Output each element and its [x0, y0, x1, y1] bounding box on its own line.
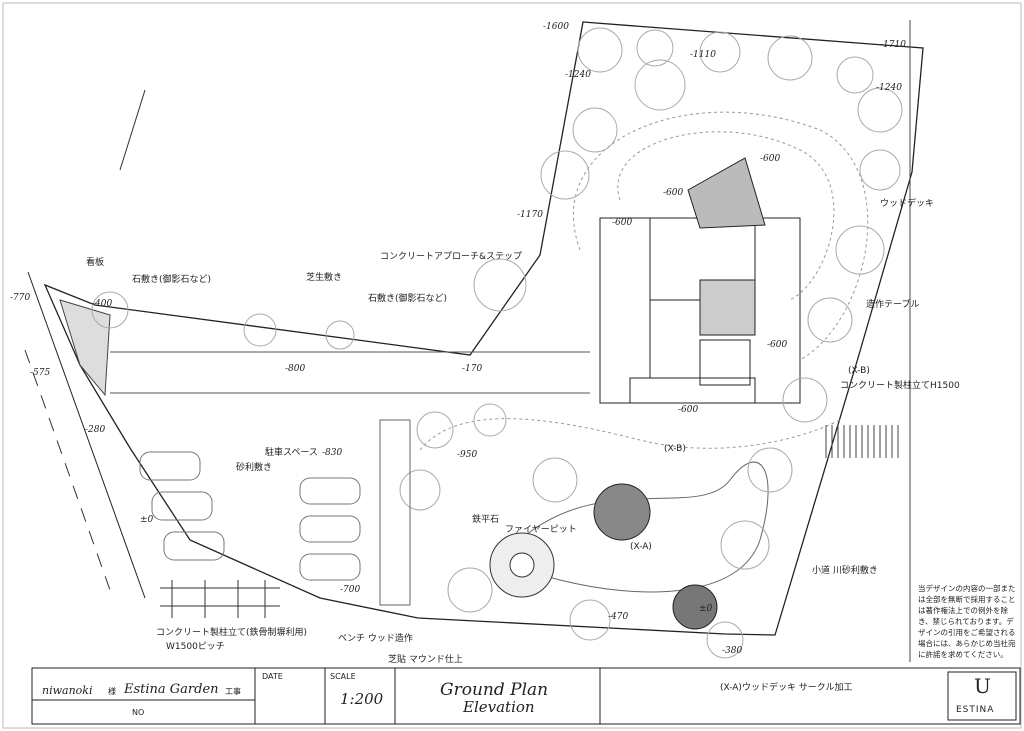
- elev-400: -400: [92, 299, 113, 309]
- elev-1170: -1170: [517, 210, 543, 220]
- label-fence: コンクリート製柱立てH1500: [840, 381, 960, 391]
- elev-1110: -1110: [690, 50, 716, 60]
- scale-value: 1:200: [340, 690, 384, 708]
- label-xa2: (X-A)ウッドデッキ サークル加工: [720, 683, 853, 693]
- label-pit: 鉄平石: [472, 515, 500, 525]
- elev-950: -950: [457, 450, 478, 460]
- contour-lines: [419, 111, 869, 451]
- elev-470: -470: [608, 612, 629, 622]
- label-bench: ベンチ ウッド造作: [338, 634, 413, 644]
- logo-text: ESTINA: [956, 705, 995, 715]
- elev-0a: ±0: [140, 515, 154, 525]
- fence-xb: [825, 425, 899, 458]
- elev-600b: -600: [663, 188, 684, 198]
- label-concpost: コンクリート製柱立て(鉄骨制塀利用): [156, 628, 308, 638]
- label-xb2: (X-B): [664, 444, 686, 454]
- elev-830: -830: [322, 448, 343, 458]
- elev-1240b: -1240: [876, 83, 902, 93]
- north-arrow: [119, 89, 146, 171]
- project-name: Estina Garden: [124, 682, 219, 697]
- elev-380: -380: [722, 646, 743, 656]
- trees: [91, 27, 903, 659]
- elev-170: -170: [462, 364, 483, 374]
- wood-deck: [687, 157, 766, 229]
- date-label: DATE: [262, 672, 283, 681]
- drawing-title-2: Elevation: [463, 698, 535, 716]
- client-name: niwanoki: [42, 684, 93, 697]
- circle-deck-xa2: [672, 584, 718, 630]
- elev-600a: -600: [760, 154, 781, 164]
- label-fire: ファイヤーピット: [505, 525, 577, 535]
- drawing-title-1: Ground Plan: [440, 680, 549, 700]
- no-label: NO: [132, 708, 145, 717]
- elev-600e: -600: [678, 405, 699, 415]
- elev-700: -700: [340, 585, 361, 595]
- label-gravel: 砂利敷き: [236, 463, 273, 473]
- label-parking: 駐車スペース: [265, 448, 318, 458]
- label-path: 小道 川砂利敷き: [812, 566, 878, 576]
- elev-600c: -600: [612, 218, 633, 228]
- elev-280: -280: [85, 425, 106, 435]
- client-suffix: 様: [108, 687, 116, 696]
- scale-label: SCALE: [330, 672, 356, 681]
- elev-1240: -1240: [565, 70, 591, 80]
- elev-770: -770: [10, 293, 31, 303]
- lawn-slats: [110, 351, 590, 394]
- label-w1500: W1500ピッチ: [166, 642, 225, 652]
- gravel-strip: [59, 299, 111, 397]
- elev-1710: -1710: [880, 40, 906, 50]
- title-block: [31, 667, 1021, 725]
- site-boundary: [43, 21, 924, 636]
- label-mound: 芝貼 マウンド仕上: [388, 655, 463, 665]
- circle-deck-xa: [593, 483, 651, 541]
- elev-0b: ±0: [699, 604, 713, 614]
- elev-600d: -600: [767, 340, 788, 350]
- label-xa: (X-A): [630, 542, 652, 552]
- label-stone2: 石敷き(御影石など): [368, 294, 448, 304]
- elev-800: -800: [285, 364, 306, 374]
- planting-bed: [379, 419, 411, 606]
- concrete-post-legend: [160, 580, 280, 618]
- label-xb: (X-B): [848, 366, 870, 376]
- elev-575: -575: [30, 368, 51, 378]
- label-table: 造作テーブル: [866, 300, 920, 310]
- project-suffix: 工事: [225, 687, 241, 696]
- label-lawn: 芝生敷き: [306, 273, 343, 283]
- garden-path: [511, 461, 769, 593]
- parking-slabs: [139, 451, 361, 581]
- fire-pit: [489, 532, 555, 598]
- logo-mark: U: [974, 674, 991, 698]
- copyright-note: 当デザインの内容の一部または全部を無断で採用することは著作権法上での例外を除き、…: [918, 584, 1016, 659]
- label-sign: 看板: [86, 258, 105, 268]
- house-plan: [599, 217, 801, 404]
- road-edge: [27, 271, 146, 599]
- label-approach: コンクリートアプローチ&ステップ: [380, 252, 523, 262]
- label-deck: ウッドデッキ: [880, 199, 935, 209]
- label-stone: 石敷き(御影石など): [132, 275, 212, 285]
- elev-1600: -1600: [543, 22, 569, 32]
- road-centerline: [24, 349, 111, 591]
